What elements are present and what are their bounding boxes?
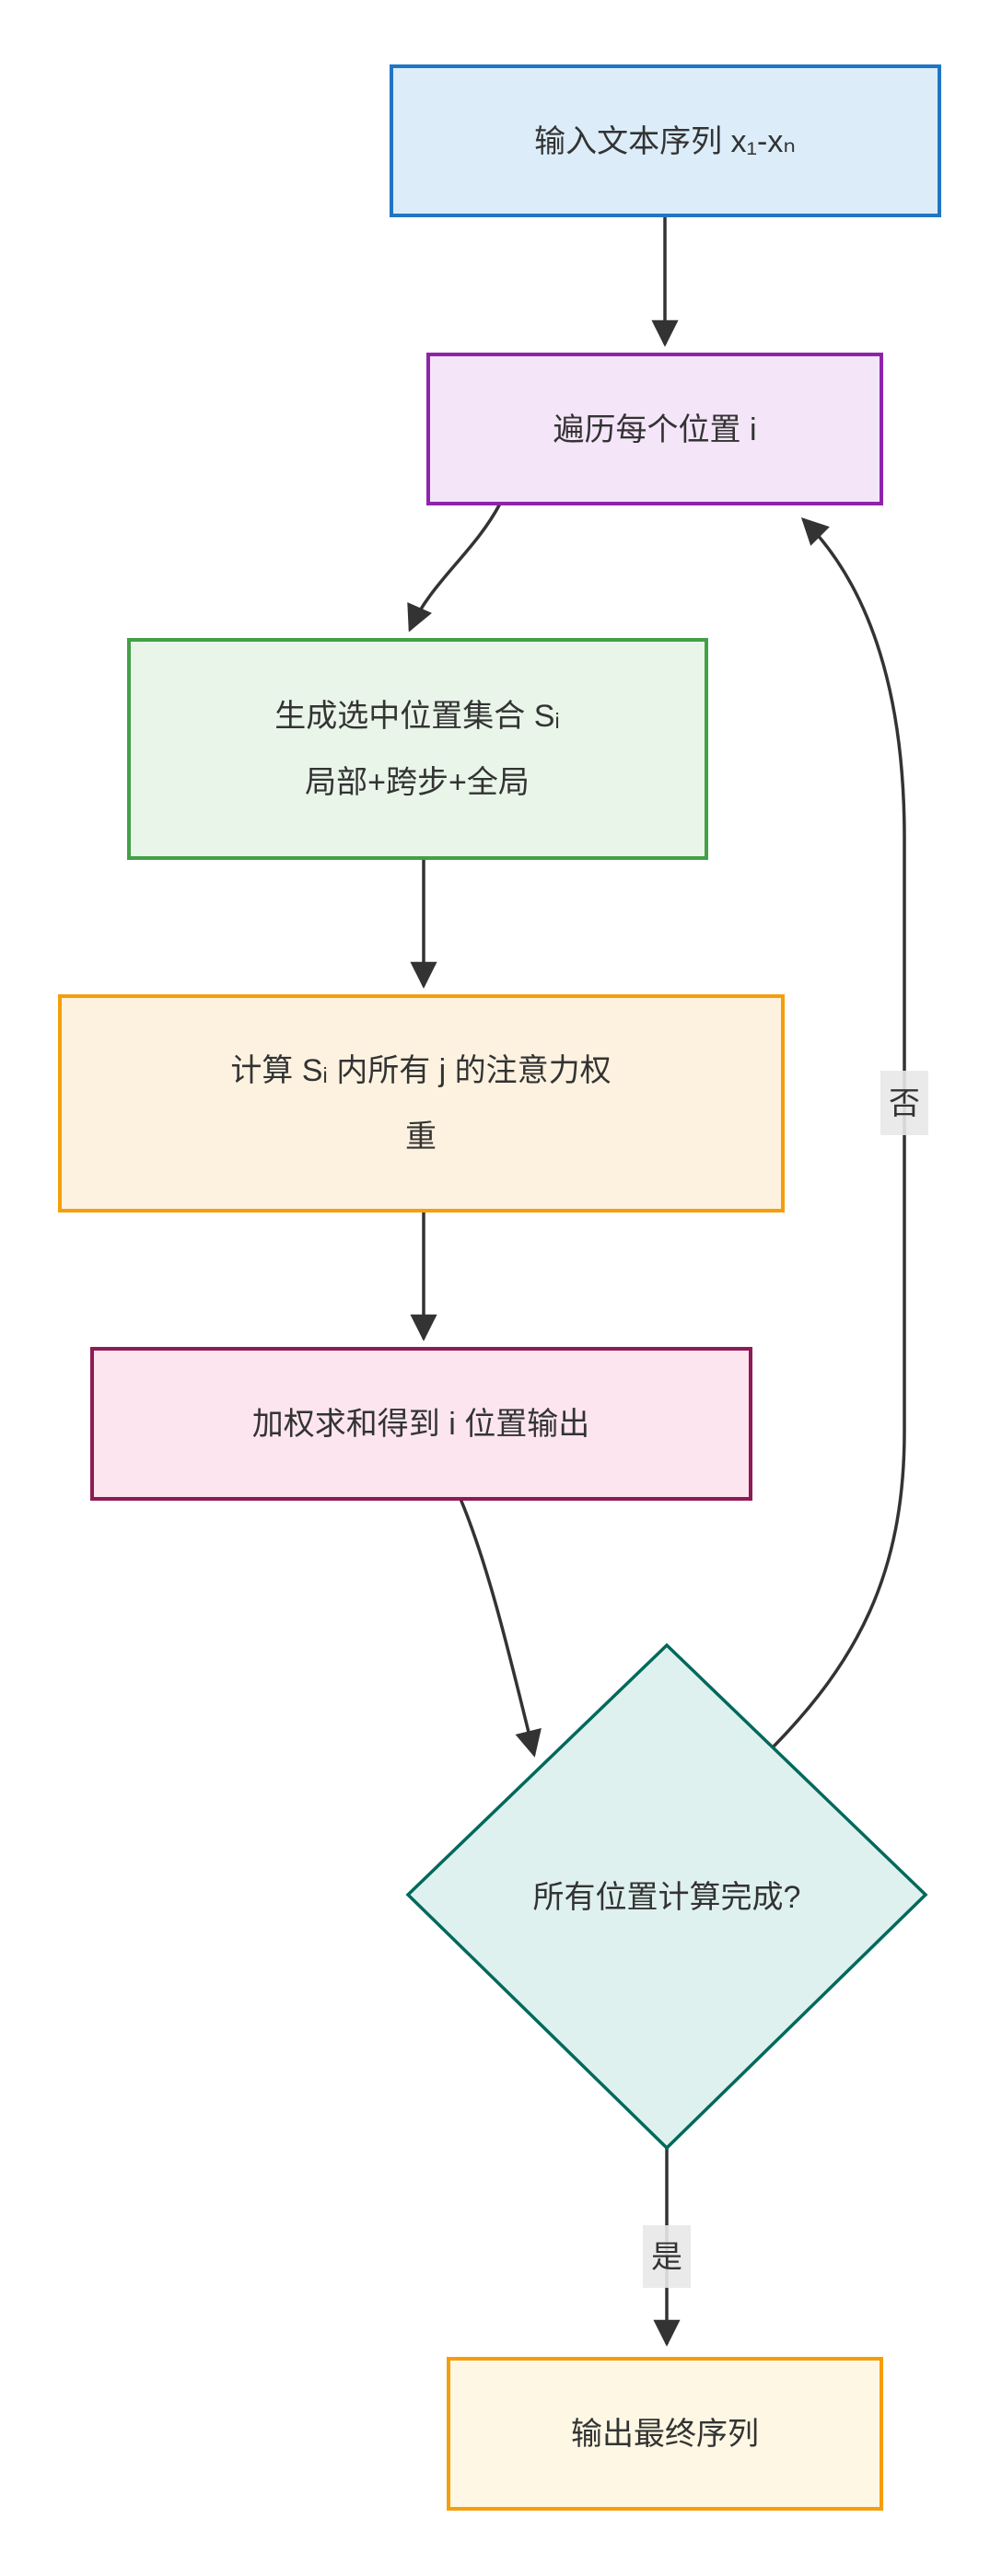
node-attention-box: [58, 994, 785, 1213]
edge-label-no-text: 否: [889, 1086, 920, 1121]
edge-label-yes-background: [643, 2225, 691, 2288]
node-weighted-sum: 加权求和得到 i 位置输出: [90, 1347, 752, 1501]
node-weighted-sum-box: [90, 1347, 752, 1501]
node-weighted-sum-label: 加权求和得到 i 位置输出: [252, 1407, 589, 1442]
node-attention-label-line2: 重: [405, 1120, 437, 1155]
node-decision-label: 所有位置计算完成?: [533, 1880, 801, 1915]
node-decision: 所有位置计算完成?: [405, 1642, 928, 2151]
node-output-box: [447, 2357, 883, 2511]
edge-label-yes-text: 是: [651, 2240, 682, 2275]
node-output: 输出最终序列: [447, 2357, 883, 2511]
node-input-label: 输入文本序列 x₁-xₙ: [534, 124, 796, 159]
node-attention-label-line1: 计算 Sᵢ 内所有 j 的注意力权: [230, 1053, 611, 1088]
node-generate-label-line2: 局部+跨步+全局: [305, 765, 530, 800]
edge-label-no: 否: [880, 1071, 928, 1135]
node-loop-box: [426, 353, 883, 505]
node-loop: 遍历每个位置 i: [426, 353, 883, 505]
node-generate-label-line1: 生成选中位置集合 Sᵢ: [274, 699, 559, 734]
edge-label-yes: 是: [643, 2225, 691, 2288]
edge-label-no-background: [880, 1071, 928, 1135]
node-output-label: 输出最终序列: [571, 2417, 759, 2452]
node-input-box: [390, 64, 941, 217]
node-decision-diamond: [405, 1642, 928, 2151]
node-generate: 生成选中位置集合 Sᵢ 局部+跨步+全局: [127, 638, 708, 860]
edge-loop-to-generate: [407, 503, 502, 632]
node-attention: 计算 Sᵢ 内所有 j 的注意力权 重: [58, 994, 785, 1213]
edge-weighted-sum-to-decision: [459, 1498, 542, 1758]
node-loop-label: 遍历每个位置 i: [553, 412, 757, 447]
node-input: 输入文本序列 x₁-xₙ: [390, 64, 941, 217]
node-generate-box: [127, 638, 708, 860]
